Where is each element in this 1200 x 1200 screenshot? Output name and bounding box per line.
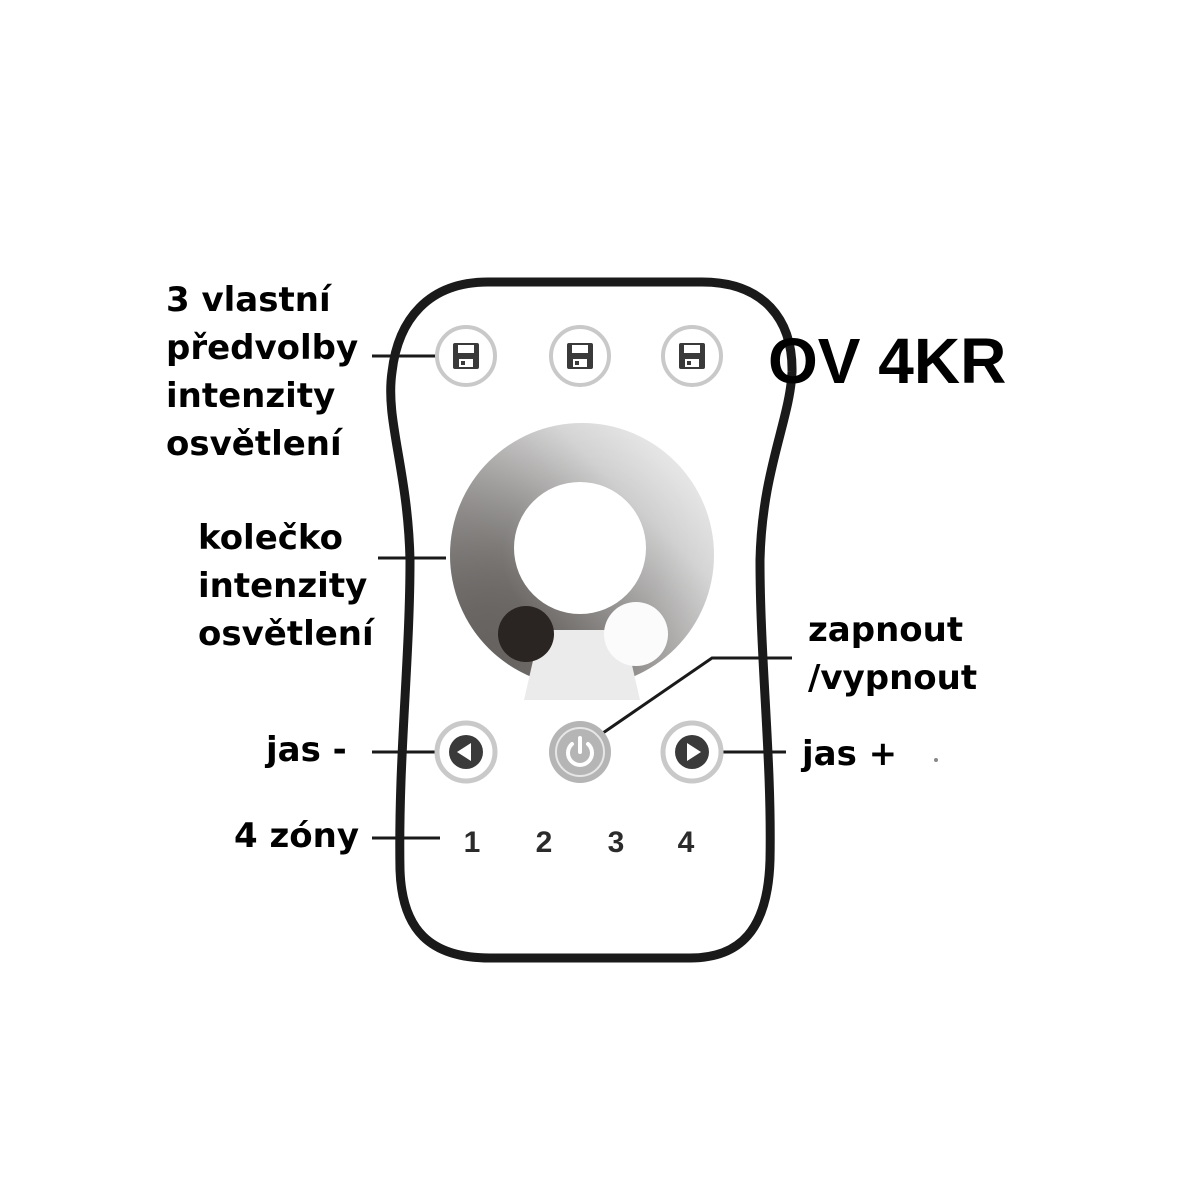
label-zones: 4 zóny <box>234 816 360 856</box>
label-presets: 3 vlastní předvolby intenzity osvětlení <box>166 276 358 468</box>
brightness-up-button[interactable] <box>660 720 724 784</box>
arrow-right-icon <box>687 743 701 761</box>
zone-button-4[interactable]: 4 <box>677 826 695 859</box>
label-wheel: kolečko intenzity osvětlení <box>198 514 374 658</box>
model-name: OV 4KR <box>768 325 1007 397</box>
wheel-center <box>514 482 646 614</box>
label-wheel-line-3: osvětlení <box>198 614 374 654</box>
label-power-line-2: /vypnout <box>808 658 978 698</box>
stray-dot <box>934 758 938 762</box>
save-icon <box>679 343 705 369</box>
zone-button-2[interactable]: 2 <box>535 826 553 859</box>
save-icon <box>453 343 479 369</box>
label-power: zapnout /vypnout <box>808 606 977 702</box>
save-icon <box>567 343 593 369</box>
preset-button-1[interactable] <box>435 325 497 387</box>
preset-button-2[interactable] <box>549 325 611 387</box>
label-brightness-down: jas - <box>266 730 347 770</box>
label-presets-line-2: předvolby <box>166 328 359 368</box>
leader-power <box>599 656 792 737</box>
power-icon <box>566 736 594 767</box>
label-presets-line-3: intenzity <box>166 376 336 416</box>
preset-button-3[interactable] <box>661 325 723 387</box>
label-brightness-up: jas + <box>802 734 898 774</box>
intensity-wheel[interactable] <box>450 423 714 700</box>
zone-button-1[interactable]: 1 <box>463 826 481 859</box>
zone-button-3[interactable]: 3 <box>607 826 625 859</box>
label-power-line-1: zapnout <box>808 610 964 650</box>
brightness-down-button[interactable] <box>434 720 498 784</box>
power-button[interactable] <box>549 721 611 783</box>
label-wheel-line-1: kolečko <box>198 518 343 558</box>
label-presets-line-4: osvětlení <box>166 424 342 464</box>
label-wheel-line-2: intenzity <box>198 566 368 606</box>
label-presets-line-1: 3 vlastní <box>166 280 331 320</box>
arrow-left-icon <box>457 743 471 761</box>
